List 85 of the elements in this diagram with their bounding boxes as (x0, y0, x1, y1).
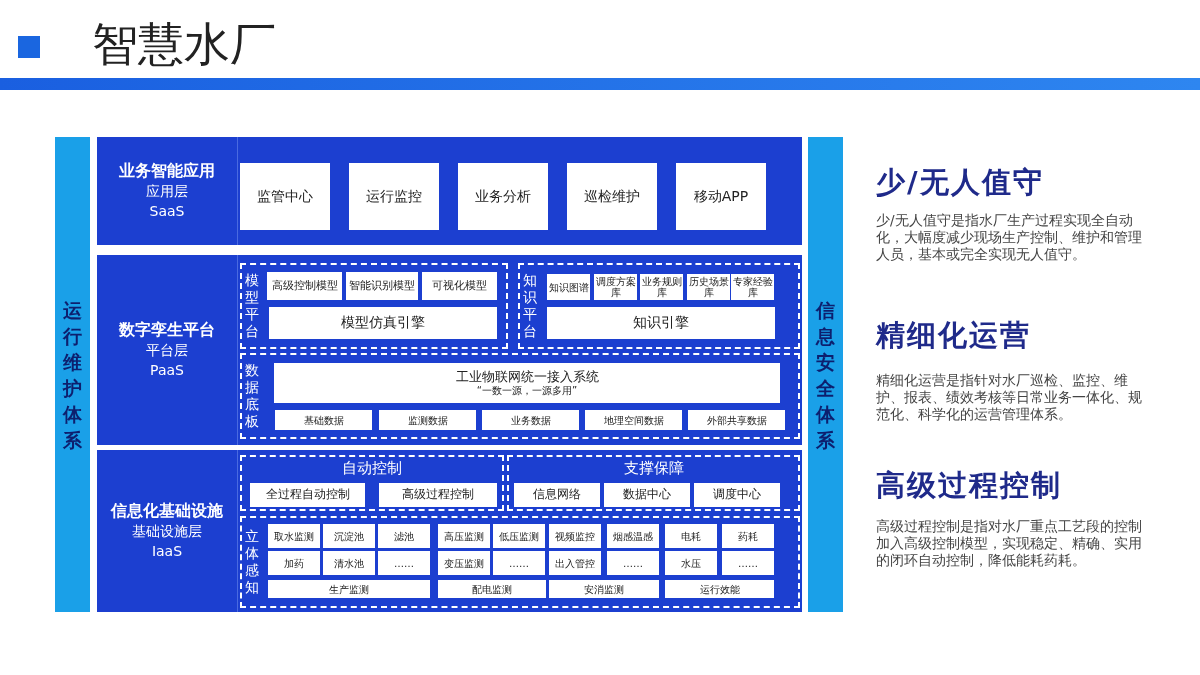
group-panel (507, 455, 800, 511)
module-card: 基础数据 (275, 410, 372, 430)
group-panel (240, 455, 504, 511)
layer-title: 业务智能应用 (119, 161, 215, 181)
module-card: 滤池 (378, 524, 430, 548)
module-card: 清水池 (323, 551, 375, 575)
module-card: …… (722, 551, 774, 575)
layer-subtitle: 平台层 (146, 341, 188, 360)
card-subtitle: “一数一源，一源多用” (476, 384, 578, 396)
side-bar (55, 137, 90, 612)
section-text: 少/无人值守是指水厂生产过程实现全自动化，大幅度减少现场生产控制、维护和管理人员，基本或完全实现无人值守。 (876, 212, 1143, 263)
module-card: …… (378, 551, 430, 575)
card-title: 工业物联网统一接入系统 (455, 370, 599, 385)
group-title: 支撑保障 (622, 459, 685, 478)
platform-panel (240, 263, 508, 349)
module-card: 业务数据 (482, 410, 579, 430)
module-card: 业务规则库 (640, 274, 683, 300)
layer-subtitle: 应用层 (146, 182, 188, 201)
module-card: 变压监测 (438, 551, 490, 575)
module-card: 模型仿真引擎 (269, 307, 497, 339)
platform-panel (240, 353, 800, 439)
module-card: 配电监测 (438, 580, 546, 598)
layer-subtitle: PaaS (150, 361, 184, 380)
module-card: 沉淀池 (323, 524, 375, 548)
module-card: 数据中心 (604, 483, 690, 507)
module-card: 信息网络 (514, 483, 600, 507)
module-card: 水压 (665, 551, 717, 575)
module-card: 巡检维护 (567, 163, 657, 230)
module-card: 安消监测 (549, 580, 659, 598)
module-card: 出入管控 (549, 551, 601, 575)
platform-title: 数据底板 (245, 362, 259, 430)
module-card: 视频监控 (549, 524, 601, 548)
module-card: 可视化模型 (422, 272, 497, 300)
module-card: 历史场景库 (687, 274, 730, 300)
side-bar-title: 信息安全体系 (816, 297, 835, 453)
page-title: 智慧水厂 (92, 16, 276, 73)
module-card: 全过程自动控制 (250, 483, 365, 507)
layer-panel (97, 450, 802, 612)
module-card: 低压监测 (493, 524, 545, 548)
system-card (274, 363, 780, 403)
module-card: 药耗 (722, 524, 774, 548)
layer-subtitle: IaaS (151, 542, 183, 561)
module-card: 业务分析 (458, 163, 548, 230)
module-card: 外部共享数据 (688, 410, 785, 430)
side-bar (808, 137, 843, 612)
module-card: 知识引擎 (547, 307, 775, 339)
module-card: 运行监控 (349, 163, 439, 230)
module-card: 监管中心 (240, 163, 330, 230)
platform-panel (518, 263, 800, 349)
module-card: 移动APP (676, 163, 766, 230)
platform-title: 模型平台 (245, 272, 259, 340)
layer-title: 信息化基础设施 (111, 501, 223, 521)
side-bar-title: 运行维护体系 (63, 297, 82, 453)
section-text: 高级过程控制是指对水厂重点工艺段的控制加入高级控制模型，实现稳定、精确、实用的闭环自动控制，降低能耗药耗。 (876, 518, 1143, 569)
layer-title: 数字孪生平台 (119, 320, 215, 340)
module-card: …… (493, 551, 545, 575)
section-heading: 精细化运营 (876, 317, 1031, 354)
module-card: 高压监测 (438, 524, 490, 548)
platform-title: 知识平台 (523, 272, 537, 340)
module-card: 地理空间数据 (585, 410, 682, 430)
platform-title: 立体感知 (245, 528, 259, 596)
section-heading: 少/无人值守 (876, 164, 1044, 201)
module-card: …… (607, 551, 659, 575)
module-card: 知识图谱 (547, 274, 590, 300)
module-card: 调度方案库 (594, 274, 637, 300)
module-card: 生产监测 (268, 580, 430, 598)
module-card: 监测数据 (379, 410, 476, 430)
layer-subtitle: SaaS (149, 202, 185, 221)
module-card: 加药 (268, 551, 320, 575)
module-card: 烟感温感 (607, 524, 659, 548)
platform-panel (240, 516, 800, 608)
group-title: 自动控制 (341, 459, 403, 478)
layer-subtitle: 基础设施层 (132, 522, 202, 541)
module-card: 专家经验库 (731, 274, 774, 300)
module-card: 高级控制模型 (267, 272, 342, 300)
section-text: 精细化运营是指针对水厂巡检、监控、维护、报表、绩效考核等日常业务一体化、规范化、科学化的运营管理体系。 (876, 372, 1143, 423)
module-card: 取水监测 (268, 524, 320, 548)
module-card: 运行效能 (665, 580, 774, 598)
layer-panel (97, 137, 802, 245)
module-card: 电耗 (665, 524, 717, 548)
module-card: 智能识别模型 (346, 272, 418, 300)
module-card: 调度中心 (694, 483, 780, 507)
module-card: 高级过程控制 (379, 483, 497, 507)
layer-panel (97, 255, 802, 445)
section-heading: 高级过程控制 (876, 467, 1062, 504)
